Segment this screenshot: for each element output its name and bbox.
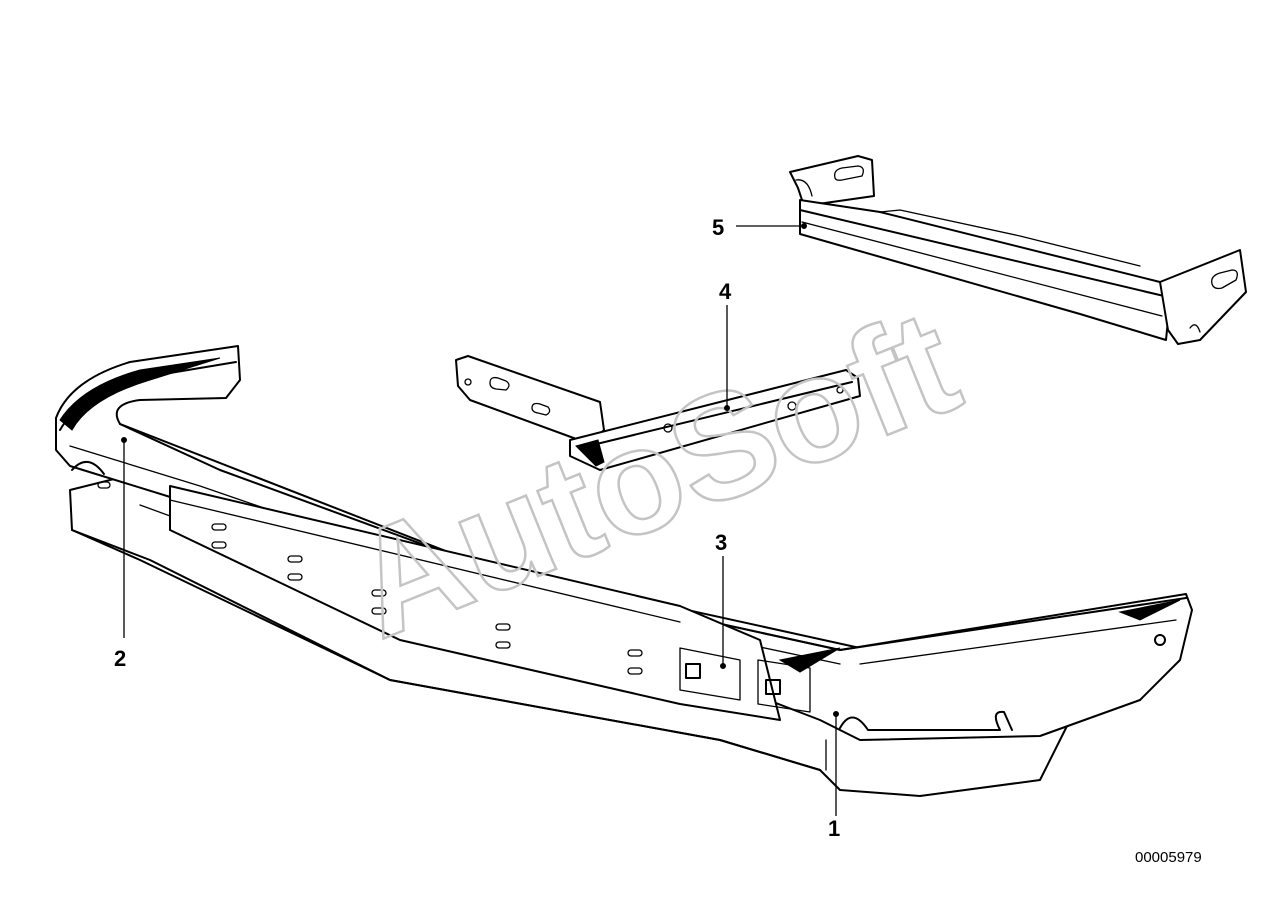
bumper-assembly <box>55 345 1193 797</box>
mounting-slots <box>211 523 643 675</box>
callout-3: 3 <box>715 530 727 555</box>
callout-2: 2 <box>114 646 126 671</box>
callout-1: 1 <box>828 816 840 841</box>
callout-group: 5 4 3 2 1 <box>114 215 840 841</box>
part-4-center-bracket <box>455 355 861 471</box>
part-5-support-bracket <box>789 155 1247 345</box>
callout-5: 5 <box>712 215 724 240</box>
drawing-number: 00005979 <box>1135 849 1202 866</box>
callout-4: 4 <box>719 279 732 304</box>
